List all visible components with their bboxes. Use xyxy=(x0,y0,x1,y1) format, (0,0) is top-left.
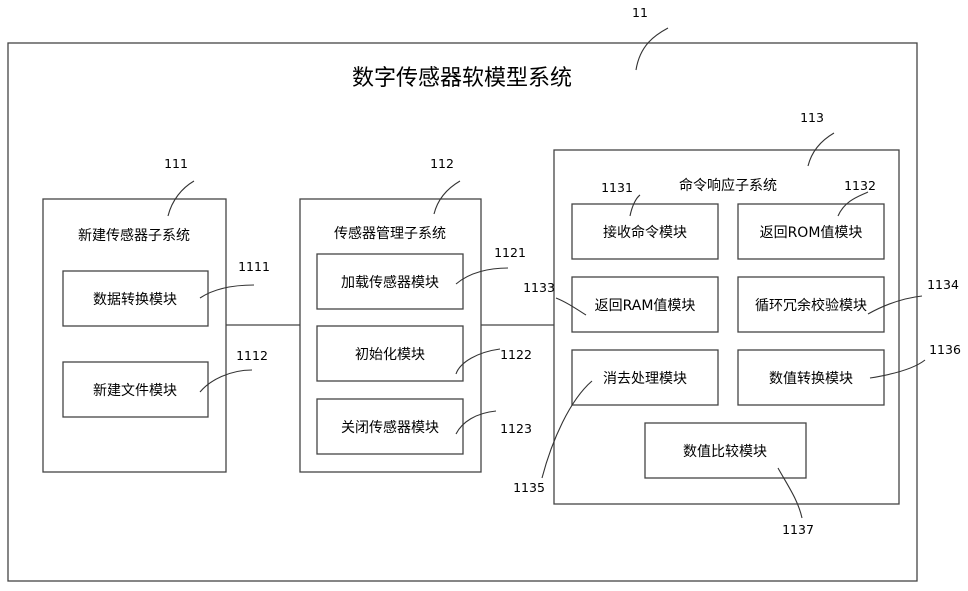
subsystem-sensor-mgmt-title: 传感器管理子系统 xyxy=(334,225,446,242)
module-1122-ref: 1122 xyxy=(500,347,532,362)
module-1135-label: 消去处理模块 xyxy=(603,371,687,387)
module-1133-label: 返回RAM值模块 xyxy=(595,298,696,314)
module-1136-ref: 1136 xyxy=(929,342,961,357)
module-1123-ref: 1123 xyxy=(500,421,532,436)
module-1112-ref: 1112 xyxy=(236,348,268,363)
module-1132-label: 返回ROM值模块 xyxy=(760,225,863,241)
module-1122-label: 初始化模块 xyxy=(355,346,425,363)
module-1131-ref: 1131 xyxy=(601,180,633,195)
system-ref: 11 xyxy=(632,5,648,20)
module-1121-label: 加载传感器模块 xyxy=(341,274,439,291)
module-1131-label: 接收命令模块 xyxy=(603,224,687,241)
subsystem-cmd-response-ref: 113 xyxy=(800,110,824,125)
module-1111-ref: 1111 xyxy=(238,259,270,274)
module-1111-label: 数据转换模块 xyxy=(93,291,177,308)
module-1112-label: 新建文件模块 xyxy=(93,383,177,399)
module-1135-ref: 1135 xyxy=(513,480,545,495)
module-1136-label: 数值转换模块 xyxy=(769,370,853,387)
module-1134-label: 循环冗余校验模块 xyxy=(755,297,867,314)
subsystem-sensor-mgmt-ref: 112 xyxy=(430,156,454,171)
module-1137-label: 数值比较模块 xyxy=(683,444,767,460)
module-1121-ref: 1121 xyxy=(494,245,526,260)
module-1133-ref: 1133 xyxy=(523,280,555,295)
subsystem-cmd-response-title: 命令响应子系统 xyxy=(679,177,777,194)
module-1132-ref: 1132 xyxy=(844,178,876,193)
module-1123-label: 关闭传感器模块 xyxy=(341,419,439,436)
system-title: 数字传感器软模型系统 xyxy=(352,66,572,91)
subsystem-new-sensor-ref: 111 xyxy=(164,156,188,171)
module-1134-ref: 1134 xyxy=(927,277,959,292)
module-1137-ref: 1137 xyxy=(782,522,814,537)
subsystem-new-sensor-title: 新建传感器子系统 xyxy=(78,227,190,244)
